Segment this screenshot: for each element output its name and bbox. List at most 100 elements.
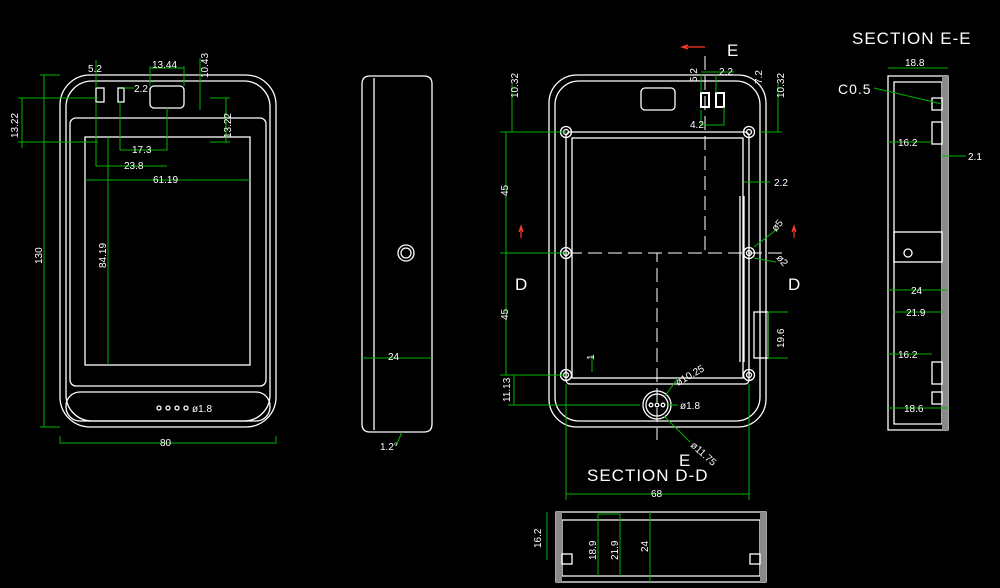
- dim-line-back-top-right: [760, 84, 782, 133]
- label-back-rib: 2.2: [774, 178, 788, 189]
- boss-bottom-right: [742, 368, 756, 382]
- front-hole-2: [165, 405, 171, 411]
- back-outer-outline: [548, 74, 767, 428]
- section-dd-title: SECTION D-D: [587, 466, 709, 485]
- label-dd-d1: 16.2: [533, 528, 544, 548]
- section-dd: SECTION D-D 16.2 18.9 21.9 24: [533, 466, 767, 583]
- label-ee-bottom: 18.6: [904, 404, 924, 415]
- label-back-bottom-offset: 11.13: [502, 377, 513, 402]
- dim-line-button-width: [149, 66, 185, 86]
- dim-line-ee-chamfer: [873, 87, 943, 105]
- dim-line-back-boss: [753, 229, 777, 263]
- section-ee-lower-notch: [931, 391, 943, 405]
- label-dd-d3: 21.9: [610, 540, 621, 560]
- label-front-left-top: 13.22: [10, 113, 21, 138]
- label-front-button-width: 13.44: [152, 60, 177, 71]
- front-slot-right: [117, 87, 125, 103]
- section-ee-lower-step: [931, 361, 943, 385]
- label-connector-outer: ø10.25: [674, 363, 707, 388]
- dim-line-connector: [663, 377, 691, 443]
- label-front-hole-dia: ø1.8: [192, 404, 212, 415]
- label-ee-top: 18.8: [905, 58, 925, 69]
- label-front-dist-23: 23.8: [124, 161, 144, 172]
- back-view: E D D E 10.32 5.2 2.2 7.2 10.32 4.2 45 4…: [500, 41, 801, 500]
- label-front-height: 130: [34, 247, 45, 264]
- section-dd-wall-left: [556, 512, 562, 582]
- label-back-top-right: 10.32: [776, 73, 787, 98]
- label-dd-d2: 18.9: [588, 540, 599, 560]
- label-section-d-right: D: [788, 275, 801, 294]
- dim-line-back-slots: [700, 71, 734, 93]
- back-rib: [739, 196, 745, 362]
- section-ee-outline: [887, 75, 949, 431]
- label-ee-wall: 2.1: [968, 152, 982, 163]
- front-outer-outline: [59, 74, 277, 428]
- dim-line-right-top: [210, 97, 230, 143]
- front-hole-3: [174, 405, 180, 411]
- front-hole-4: [183, 405, 189, 411]
- section-ee: SECTION E-E 18.8 C0.5 16.2 2.1 24 21.9 1…: [838, 29, 982, 431]
- connector-pin-1: [648, 402, 654, 408]
- label-front-button-offset: 10.43: [200, 53, 211, 78]
- dim-line-17: [119, 102, 168, 151]
- front-top-button: [149, 85, 185, 109]
- section-ee-wall: [942, 76, 948, 430]
- label-front-dist-17: 17.3: [132, 145, 152, 156]
- section-dd-step-right: [749, 553, 761, 565]
- label-front-screen-height: 84.19: [98, 243, 109, 268]
- section-dd-wall-right: [760, 512, 766, 582]
- back-top-button: [640, 87, 676, 111]
- label-back-boss-dia: ø5: [770, 218, 786, 234]
- dim-line-back-45: [500, 131, 566, 376]
- label-back-slot-gap: 2.2: [719, 67, 733, 78]
- dim-line-dd-d2: [597, 513, 620, 576]
- section-ee-inner: [893, 81, 943, 425]
- label-dd-d4: 24: [640, 540, 651, 552]
- dim-line-side-draft: [395, 431, 403, 447]
- label-back-latch: 19.6: [776, 328, 787, 348]
- front-screen-area: [84, 136, 251, 366]
- front-view: 5.2 13.44 10.43 13.22 2.2 13.22 17.3 23.…: [10, 53, 277, 449]
- dim-line-height: [40, 74, 60, 428]
- label-back-slot-a: 5.2: [689, 68, 700, 82]
- label-back-top-left: 10.32: [510, 73, 521, 98]
- label-ee-depth: 24: [911, 286, 923, 297]
- dim-line-back-slot-offset: [700, 107, 725, 126]
- section-ee-upper-step: [931, 121, 943, 145]
- label-back-slot-b: 7.2: [754, 70, 765, 84]
- label-section-d-left: D: [515, 275, 528, 294]
- label-front-right-top: 13.22: [223, 113, 234, 138]
- front-slot-left: [95, 87, 105, 103]
- front-bottom-band: [65, 391, 271, 422]
- side-boss-inner: [400, 247, 412, 259]
- dim-line-back-bottom: [508, 375, 640, 406]
- label-front-screen-width: 61.19: [153, 175, 178, 186]
- label-section-e-marker: E: [727, 41, 739, 60]
- dim-line-23: [95, 102, 167, 167]
- label-back-boss-hole: ø2: [774, 253, 790, 269]
- connector-pin-2: [654, 402, 660, 408]
- label-front-slot-gap: 2.2: [134, 84, 148, 95]
- section-e-cut-line: [656, 56, 706, 440]
- front-screen-frame: [69, 117, 267, 387]
- boss-bottom-right-hole: [745, 371, 753, 379]
- label-ee-chamfer: C0.5: [838, 81, 872, 97]
- label-connector-pin: ø1.8: [680, 401, 700, 412]
- section-ee-boss: [893, 231, 943, 263]
- side-boss-outer: [397, 244, 415, 262]
- label-ee-upper-step: 16.2: [898, 138, 918, 149]
- section-d-arrow-left: [518, 224, 524, 238]
- label-back-upper-45: 45: [500, 184, 511, 196]
- label-back-slot-offset: 4.2: [690, 120, 704, 131]
- section-ee-boss-hole: [903, 248, 913, 258]
- boss-top-right-hole: [745, 128, 753, 136]
- label-front-width: 80: [160, 438, 172, 449]
- label-side-draft: 1.2°: [380, 442, 398, 453]
- dim-line-width: [59, 436, 277, 444]
- section-d-arrow-right: [791, 224, 797, 238]
- section-ee-title: SECTION E-E: [852, 29, 972, 48]
- side-outline: [361, 75, 433, 433]
- front-inner-outline: [65, 80, 271, 422]
- section-e-arrow: [680, 44, 705, 50]
